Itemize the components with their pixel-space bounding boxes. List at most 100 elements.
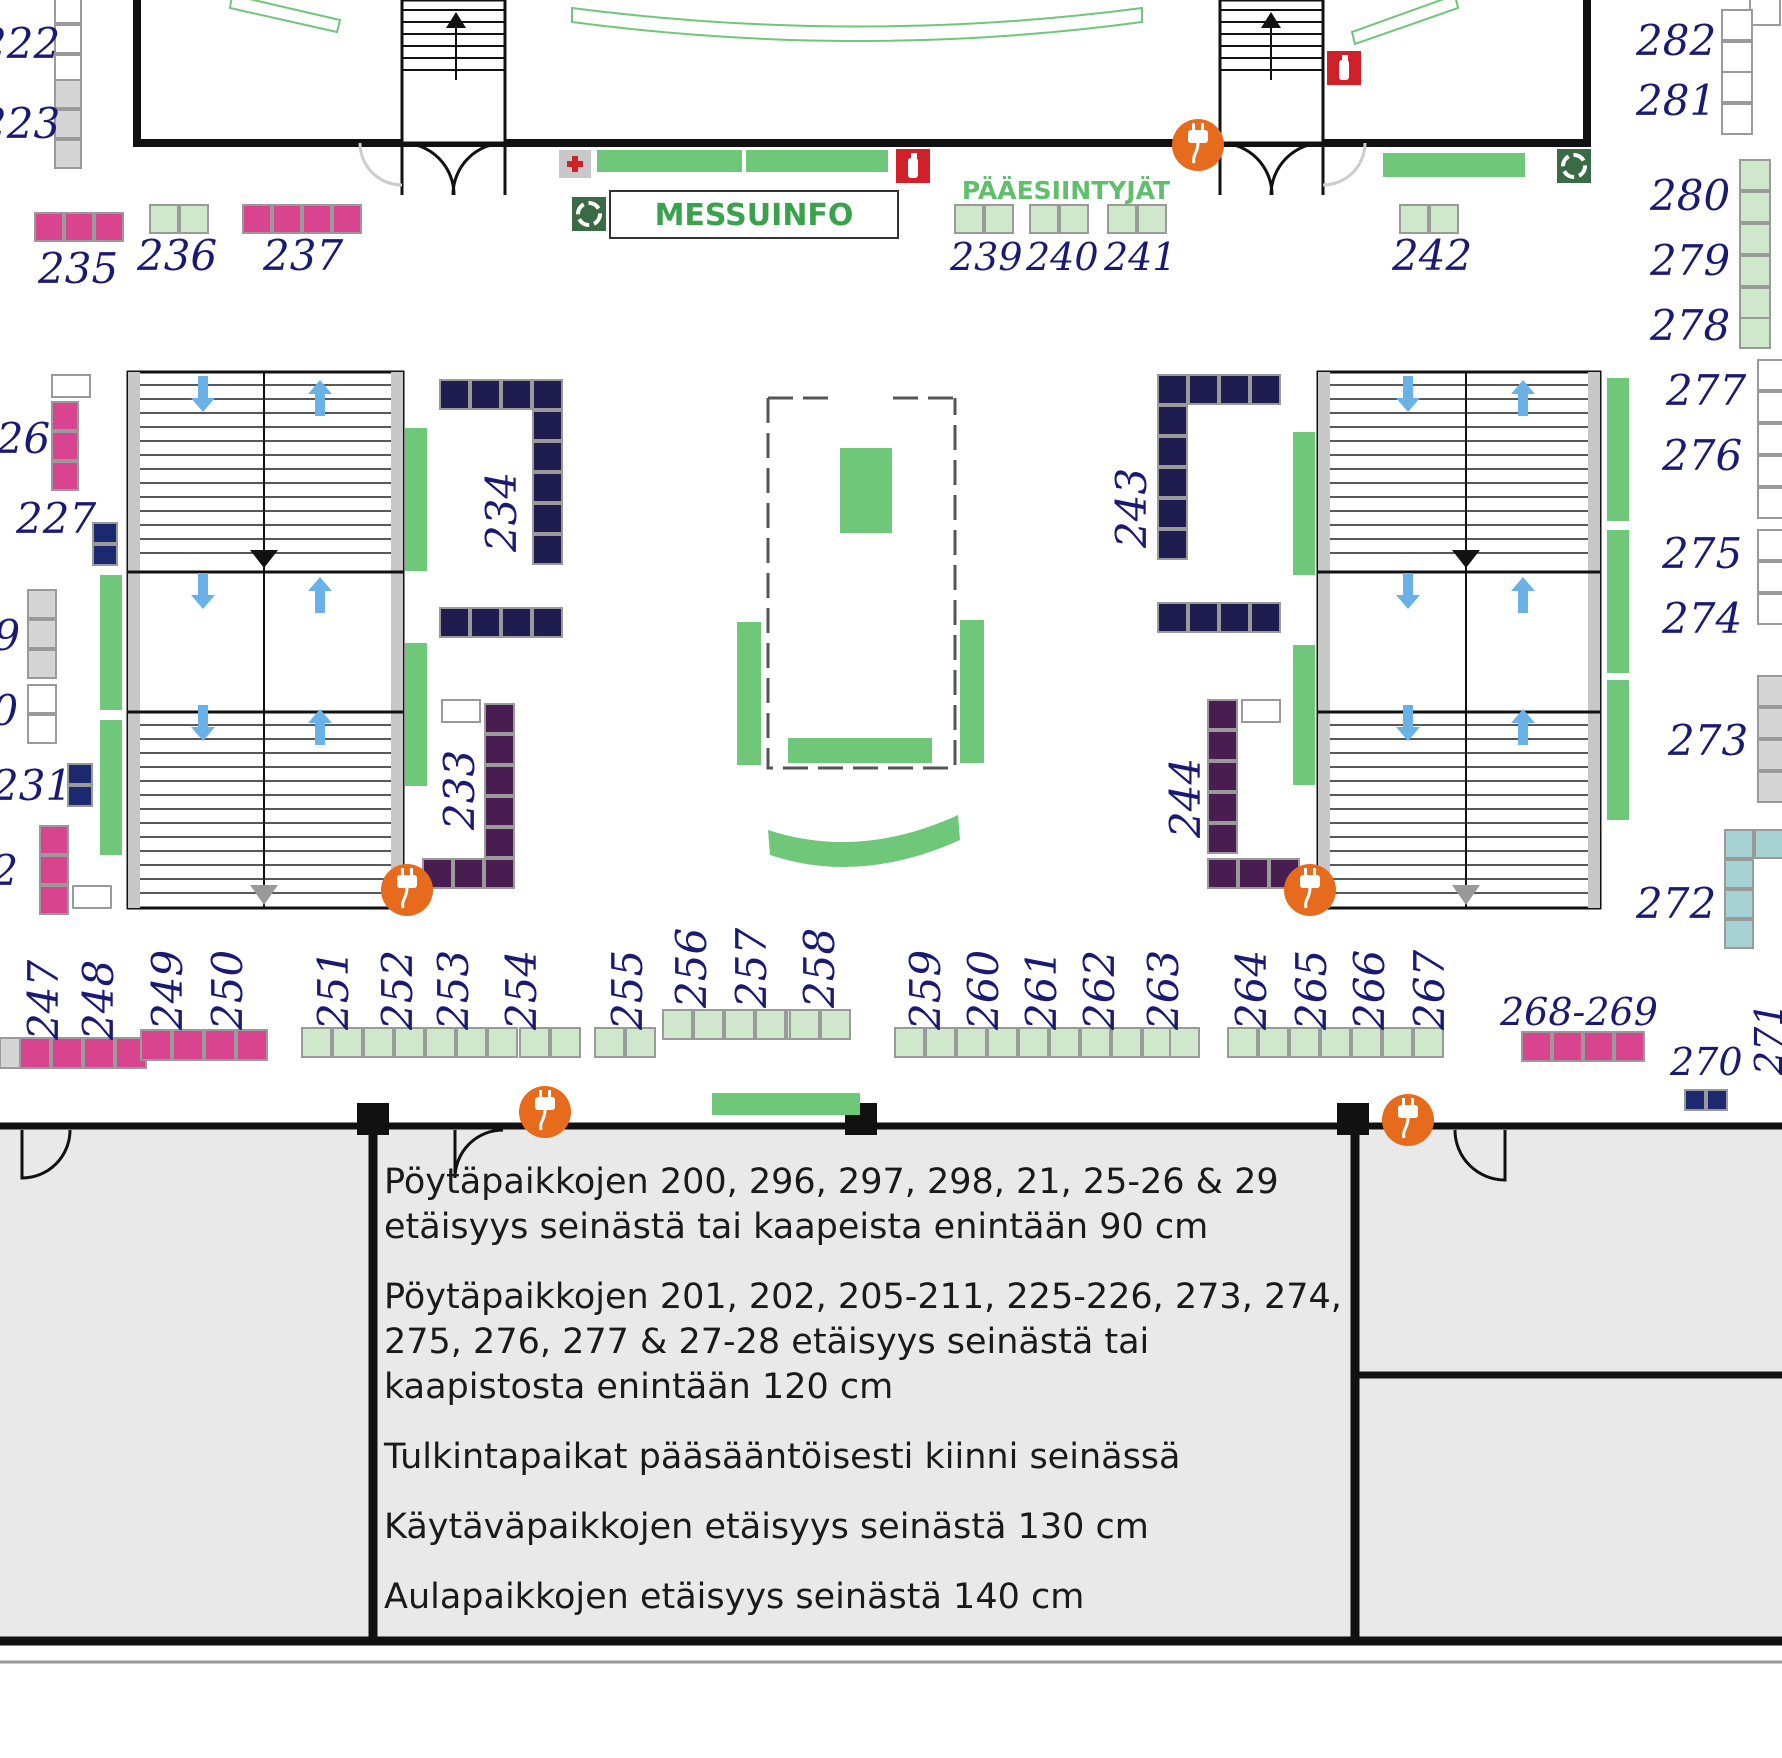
booth-table [1049, 1027, 1080, 1058]
booth-table [894, 1027, 925, 1058]
arrow-up-icon [1511, 709, 1535, 745]
booth-table [925, 1027, 956, 1058]
booth-table [1169, 1027, 1200, 1058]
booth-table [332, 1027, 363, 1058]
booth-table [1137, 204, 1167, 234]
booth-table [1289, 1027, 1320, 1058]
booth-label-280: 280 [1649, 171, 1730, 220]
booth-table [54, 139, 82, 169]
booth-table [1207, 730, 1238, 761]
booth-label-259: 259 [901, 950, 950, 1031]
booth-label-281: 281 [1635, 76, 1716, 125]
booth-table [236, 1029, 268, 1061]
booth-table [1739, 317, 1771, 349]
booth-label-253: 253 [429, 950, 478, 1031]
booth-table [1757, 359, 1782, 391]
booth-table [1238, 858, 1269, 889]
booth-table [1757, 423, 1782, 455]
booth-table [172, 1029, 204, 1061]
booth-table [1757, 707, 1782, 739]
booth-table [594, 1027, 625, 1058]
booth-table [501, 607, 532, 638]
booth-label-242: 242 [1391, 231, 1472, 280]
booth-label-277: 277 [1665, 366, 1746, 415]
booth-table [1706, 1089, 1728, 1111]
booth-table [1157, 374, 1188, 405]
booth-table [27, 649, 57, 679]
booth-table [27, 619, 57, 649]
booth-table [64, 212, 94, 242]
booth-table [1250, 602, 1281, 633]
booth-table [625, 1027, 656, 1058]
booth-table [1351, 1027, 1382, 1058]
booth-table [72, 885, 112, 909]
booth-table [27, 714, 57, 744]
booth-label-233: 233 [435, 750, 484, 831]
booth-label-271: 271 [1747, 1002, 1782, 1076]
booth-label-235: 235 [37, 244, 118, 293]
booth-table [1018, 1027, 1049, 1058]
booth-table [954, 204, 984, 234]
booth-label-262: 262 [1075, 950, 1124, 1031]
booth-label-231: 231 [0, 761, 72, 810]
booth-label-227: 227 [15, 494, 96, 543]
booth-table [1739, 159, 1771, 191]
first-aid-icon [559, 150, 591, 178]
booth-table [1724, 829, 1754, 859]
booth-table [1029, 204, 1059, 234]
stairwell-left [126, 370, 405, 910]
arrow-down-icon [1396, 705, 1420, 741]
main-hall [133, 0, 1591, 147]
booth-table [1382, 1027, 1413, 1058]
booth-table [1614, 1031, 1645, 1062]
booth-table [441, 699, 481, 723]
booth-table [51, 1037, 83, 1069]
booth-table [19, 1037, 51, 1069]
booth-table [301, 1027, 332, 1058]
booth-table [27, 684, 57, 714]
booth-table [1207, 823, 1238, 854]
booth-table [1227, 1027, 1258, 1058]
booth-label-248: 248 [74, 960, 123, 1041]
messuinfo-sign [609, 190, 899, 239]
booth-table [1552, 1031, 1583, 1062]
booth-label-234: 234 [477, 472, 526, 553]
note-5: Aulapaikkojen etäisyys seinästä 140 cm [384, 1577, 1085, 1617]
booth-table [1739, 255, 1771, 287]
booth-table [27, 589, 57, 619]
messuinfo-label: MESSUINFO [655, 198, 854, 233]
booth-label-256: 256 [667, 928, 716, 1009]
booth-table [1739, 191, 1771, 223]
booth-label-229: 229 [0, 611, 20, 660]
booth-table [1080, 1027, 1111, 1058]
arrow-down-icon [1396, 573, 1420, 609]
booth-table [51, 431, 79, 461]
booth-label-273: 273 [1667, 716, 1748, 765]
booth-table [272, 204, 302, 234]
booth-table [532, 607, 563, 638]
note-2: Pöytäpaikkojen 201, 202, 205-211, 225-22… [384, 1277, 1342, 1407]
booth-table [1754, 829, 1782, 859]
booth-label-279: 279 [1649, 236, 1730, 285]
booth-table [1157, 436, 1188, 467]
booth-label-244: 244 [1161, 758, 1210, 839]
booth-table [484, 734, 515, 765]
booth-table [984, 204, 1014, 234]
booth-table [67, 763, 93, 785]
booth-label-239: 239 [949, 235, 1023, 279]
booth-table [1749, 0, 1781, 26]
booth-table [39, 885, 69, 915]
booth-table [1757, 593, 1782, 625]
booth-table [662, 1009, 693, 1040]
booth-labels: 222 223 226 227 229 230 231 232 235 236 … [0, 16, 1782, 1084]
booth-table [1721, 9, 1753, 41]
booth-table [470, 607, 501, 638]
booth-table [92, 544, 118, 566]
booth-table [484, 827, 515, 858]
booth-table [1320, 1027, 1351, 1058]
booth-label-275: 275 [1661, 529, 1742, 578]
booth-tables [0, 0, 1782, 1111]
booth-table [54, 79, 82, 109]
booth-table [1684, 1089, 1706, 1111]
